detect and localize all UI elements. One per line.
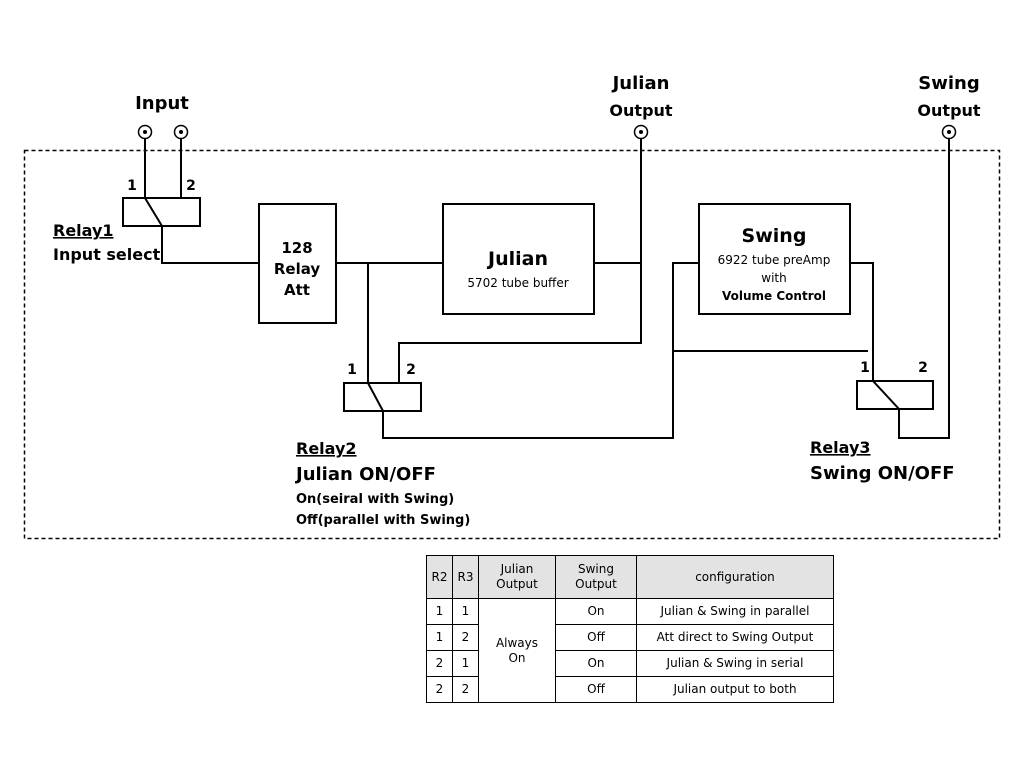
swing-output-label-line2: Output <box>917 101 980 120</box>
relay1-box <box>122 197 201 227</box>
relay1-switch-over <box>144 197 163 227</box>
swing-block-line3: Volume Control <box>722 289 826 303</box>
header-julian-output: Julian Output <box>478 555 556 599</box>
attenuator-line1: 128 <box>281 239 312 257</box>
row1-config: Julian & Swing in parallel <box>636 598 834 625</box>
row1-swing: On <box>555 598 637 625</box>
julian-box <box>442 203 595 315</box>
row4-r2: 2 <box>426 676 453 703</box>
table-row: 2 1 On Julian & Swing in serial <box>426 650 834 677</box>
header-swing-output: Swing Output <box>555 555 637 599</box>
table-header-row: R2 R3 Julian Output Swing Output configu… <box>426 555 834 599</box>
swing-block-title: Swing <box>742 225 807 247</box>
attenuator-line2: Relay <box>274 260 321 278</box>
julian-block-subtitle: 5702 tube buffer <box>467 276 568 290</box>
row4-r3: 2 <box>452 676 479 703</box>
header-julian-line1: Julian <box>500 562 534 576</box>
header-swing-line1: Swing <box>578 562 614 576</box>
relay2-note1: On(seiral with Swing) <box>296 492 454 507</box>
configuration-table: R2 R3 Julian Output Swing Output configu… <box>426 555 834 703</box>
header-configuration: configuration <box>636 555 834 599</box>
attenuator-line3: Att <box>284 281 310 299</box>
relay2-pin2-label: 2 <box>406 362 416 378</box>
julian-output-label-line2: Output <box>609 101 672 120</box>
swing-block-line2: with <box>761 271 786 285</box>
swing-output-label-line1: Swing <box>918 73 979 94</box>
row1-r3: 1 <box>452 598 479 625</box>
relay3-title: Relay3 <box>810 438 871 457</box>
table-row: 1 1 Always On On Julian & Swing in paral… <box>426 598 834 703</box>
table-row: 1 2 Off Att direct to Swing Output <box>426 624 834 651</box>
relay3-pin1-label: 1 <box>860 360 870 376</box>
row3-swing: On <box>555 650 637 677</box>
input-jack-1 <box>137 124 153 140</box>
relay1-pin1-label: 1 <box>127 178 137 194</box>
header-r3: R3 <box>452 555 479 599</box>
always-line1: Always <box>495 635 539 650</box>
table-row: 2 2 Off Julian output to both <box>426 676 834 703</box>
swing-block-line1: 6922 tube preAmp <box>718 253 831 267</box>
relay2-box <box>343 382 422 412</box>
row3-config: Julian & Swing in serial <box>636 650 834 677</box>
row3-r2: 2 <box>426 650 453 677</box>
swing-box <box>698 203 851 315</box>
relay2-pin1-label: 1 <box>347 362 357 378</box>
julian-block-title: Julian <box>486 248 548 270</box>
relay2-title: Relay2 <box>296 439 357 458</box>
relay2-note2: Off(parallel with Swing) <box>296 513 470 528</box>
row2-config: Att direct to Swing Output <box>636 624 834 651</box>
relay3-subtitle: Swing ON/OFF <box>810 463 955 484</box>
enclosure-border <box>23 149 1001 540</box>
row3-r3: 1 <box>452 650 479 677</box>
wire-swing-to-relay3-pin1 <box>849 262 874 382</box>
row2-r3: 2 <box>452 624 479 651</box>
row4-swing: Off <box>555 676 637 703</box>
always-line2: On <box>508 650 526 665</box>
header-julian-line2: Output <box>496 577 538 591</box>
relay1-title: Relay1 <box>53 221 114 240</box>
wire-relay1-to-att <box>161 225 260 264</box>
julian-output-always-on: Always On <box>478 598 556 703</box>
header-r2: R2 <box>426 555 453 599</box>
attenuator-box <box>258 203 337 324</box>
row2-swing: Off <box>555 624 637 651</box>
relay2-subtitle: Julian ON/OFF <box>294 464 436 485</box>
wire-relay2-to-swing <box>382 262 700 439</box>
wire-relay3-to-swing-output <box>898 138 950 439</box>
row4-config: Julian output to both <box>636 676 834 703</box>
header-swing-line2: Output <box>575 577 617 591</box>
swing-output-jack <box>941 124 957 140</box>
julian-output-jack <box>633 124 649 140</box>
relay3-pin2-label: 2 <box>918 360 928 376</box>
relay1-pin2-label: 2 <box>186 178 196 194</box>
row1-r2: 1 <box>426 598 453 625</box>
relay1-subtitle: Input select <box>53 245 161 264</box>
relay3-switch-over <box>872 380 900 410</box>
row2-r2: 1 <box>426 624 453 651</box>
input-jack-2 <box>173 124 189 140</box>
julian-output-label-line1: Julian <box>611 73 670 94</box>
wire-julian-to-relay2-pin2 <box>398 342 642 384</box>
relay2-switch-over <box>367 382 384 412</box>
input-label: Input <box>135 93 189 114</box>
